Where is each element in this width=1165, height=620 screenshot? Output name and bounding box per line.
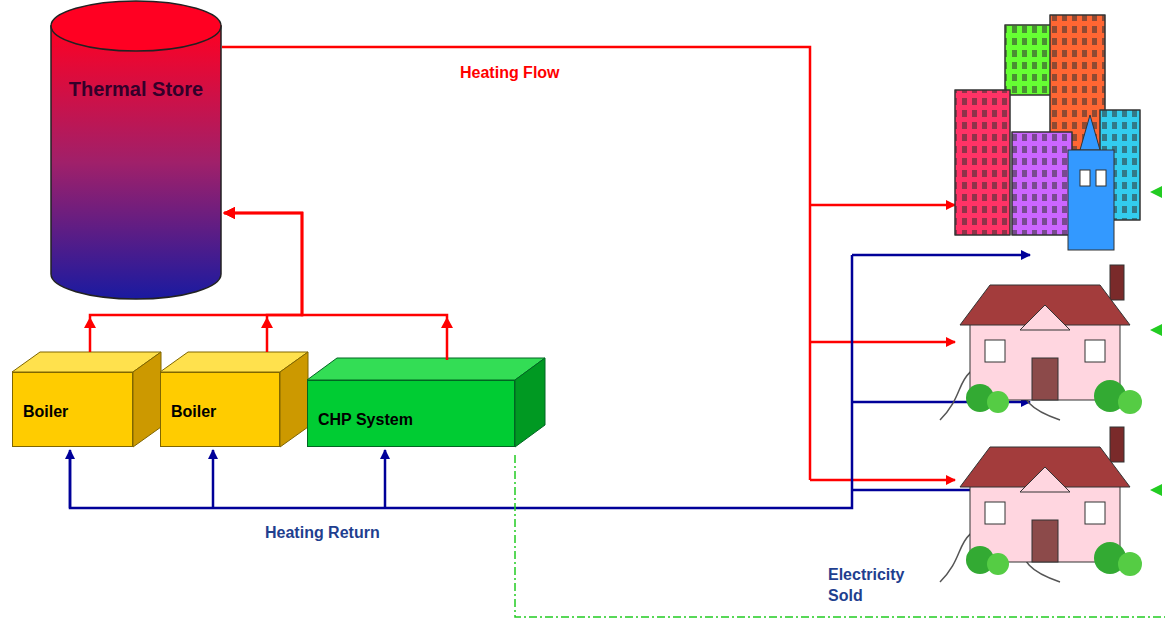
heating-pipe [224,213,447,360]
thermal-store: Thermal Store [50,0,222,300]
node-label: Boiler [23,403,68,421]
node-label: Boiler [171,403,216,421]
cylinder-outline [50,0,222,300]
node-label: CHP System [318,411,413,429]
flow-label: Heating Flow [460,64,560,82]
boiler-box: Boiler [12,372,133,447]
return-label: Heating Return [265,524,380,542]
boiler-box: Boiler [160,372,280,447]
heating-pipe [224,213,302,352]
chp-box: CHP System [307,380,515,447]
node-label: Thermal Store [50,75,222,103]
electricity-label: Electricity Sold [828,565,928,607]
